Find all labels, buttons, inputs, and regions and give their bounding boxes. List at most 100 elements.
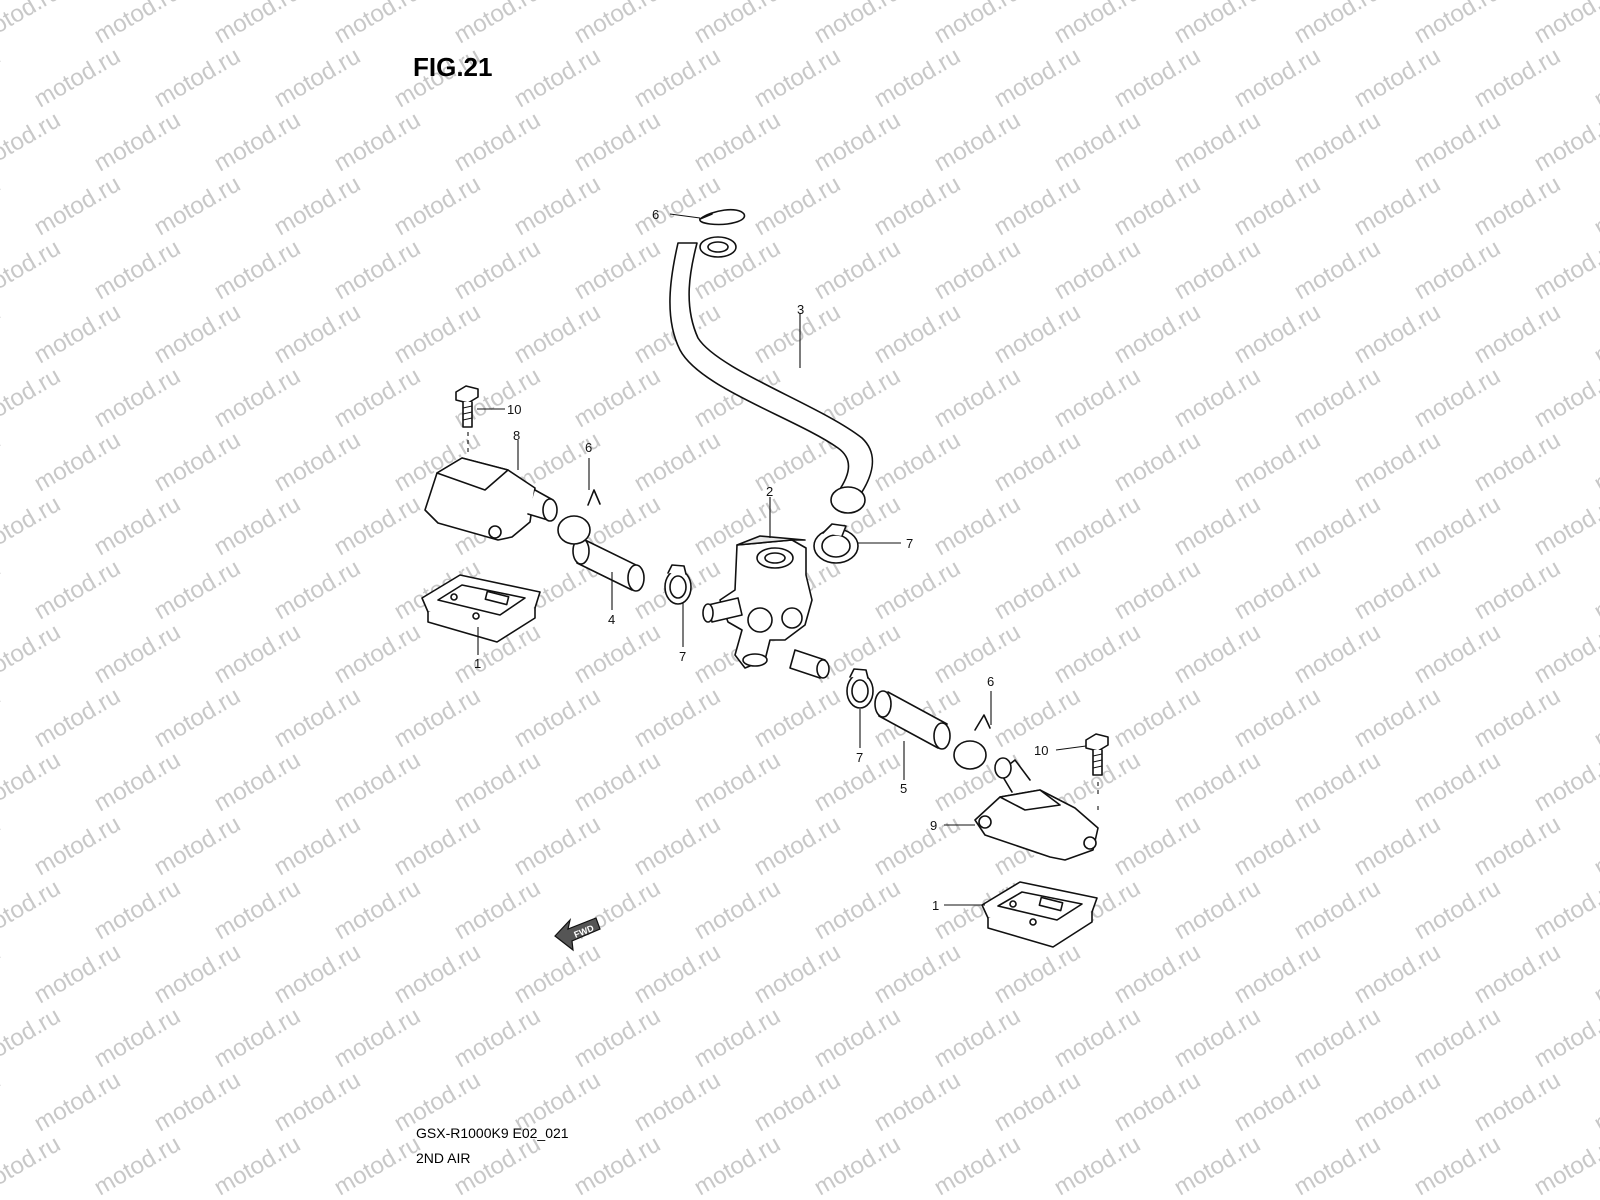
watermark-text: motod.ru xyxy=(570,1130,666,1200)
watermark-text: motod.ru xyxy=(1050,1130,1146,1200)
watermark-text: motod.ru xyxy=(0,362,65,433)
watermark-text: motod.ru xyxy=(270,426,366,497)
callout-5: 5 xyxy=(900,781,907,796)
watermark-text: motod.ru xyxy=(390,170,486,241)
watermark-text: motod.ru xyxy=(1470,1066,1566,1137)
watermark-text: motod.ru xyxy=(1410,746,1506,817)
watermark-text: motod.ru xyxy=(1290,1130,1386,1200)
watermark-text: motod.ru xyxy=(270,682,366,753)
watermark-text: motod.ru xyxy=(210,362,306,433)
watermark-text: motod.ru xyxy=(150,170,246,241)
watermark-text: motod.ru xyxy=(90,874,186,945)
watermark-text: motod.ru xyxy=(1470,426,1566,497)
model-code: GSX-R1000K9 E02_021 xyxy=(416,1125,569,1141)
watermark-text: motod.ru xyxy=(930,618,1026,689)
watermark-text: motod.ru xyxy=(750,682,846,753)
watermark-text: motod.ru xyxy=(630,938,726,1009)
watermark-text: motod.ru xyxy=(450,874,546,945)
watermark-text: motod.ru xyxy=(450,1002,546,1073)
watermark-text: motod.ru xyxy=(630,810,726,881)
watermark-text: motod.ru xyxy=(810,1002,906,1073)
watermark-text: motod.ru xyxy=(330,618,426,689)
watermark-text: motod.ru xyxy=(0,554,5,625)
callout-10-left: 10 xyxy=(507,402,521,417)
watermark-text: motod.ru xyxy=(150,1066,246,1137)
watermark-text: motod.ru xyxy=(1290,746,1386,817)
watermark-text: motod.ru xyxy=(510,810,606,881)
watermark-text: motod.ru xyxy=(0,106,65,177)
watermark-text: motod.ru xyxy=(210,618,306,689)
watermark-text: motod.ru xyxy=(210,1130,306,1200)
callout-4: 4 xyxy=(608,612,615,627)
watermark-text: motod.ru xyxy=(210,1002,306,1073)
callout-labels: 6 3 10 8 6 2 7 1 4 7 6 10 7 5 9 1 xyxy=(474,207,1048,913)
watermark-text: motod.ru xyxy=(150,682,246,753)
watermark-text: motod.ru xyxy=(30,810,126,881)
watermark-text: motod.ru xyxy=(0,0,65,49)
watermark-text: motod.ru xyxy=(1110,426,1206,497)
watermark-text: motod.ru xyxy=(1470,170,1566,241)
watermark-text: motod.ru xyxy=(1290,234,1386,305)
watermark-text: motod.ru xyxy=(1530,490,1600,561)
watermark-text: motod.ru xyxy=(1590,1066,1600,1137)
watermark-text: motod.ru xyxy=(1590,42,1600,113)
watermark-text: motod.ru xyxy=(30,170,126,241)
watermark-text: motod.ru xyxy=(0,490,65,561)
watermark-text: motod.ru xyxy=(990,42,1086,113)
watermark-text: motod.ru xyxy=(1170,490,1266,561)
watermark-text: motod.ru xyxy=(1350,170,1446,241)
watermark-text: motod.ru xyxy=(810,874,906,945)
watermark-text: motod.ru xyxy=(1170,746,1266,817)
watermark-text: motod.ru xyxy=(570,234,666,305)
watermark-text: motod.ru xyxy=(930,490,1026,561)
watermark-text: motod.ru xyxy=(1590,810,1600,881)
watermark-text: motod.ru xyxy=(690,1002,786,1073)
watermark-text: motod.ru xyxy=(450,0,546,49)
watermark-text: motod.ru xyxy=(1350,426,1446,497)
watermark-text: motod.ru xyxy=(1590,682,1600,753)
watermark-text: motod.ru xyxy=(330,874,426,945)
watermark-text: motod.ru xyxy=(0,746,65,817)
watermark-text: motod.ru xyxy=(1290,362,1386,433)
watermark-text: motod.ru xyxy=(750,810,846,881)
watermark-text: motod.ru xyxy=(870,810,966,881)
watermark-text: motod.ru xyxy=(1470,298,1566,369)
part-7-clamp-low xyxy=(846,668,874,709)
watermark-text: motod.ru xyxy=(90,618,186,689)
watermark-text: motod.ru xyxy=(990,1066,1086,1137)
watermark-text: motod.ru xyxy=(870,1066,966,1137)
watermark-text: motod.ru xyxy=(330,234,426,305)
watermark-text: motod.ru xyxy=(90,490,186,561)
watermark-text: motod.ru xyxy=(870,938,966,1009)
watermark-text: motod.ru xyxy=(30,42,126,113)
part-10-bolt-left xyxy=(455,385,479,428)
watermark-text: motod.ru xyxy=(450,234,546,305)
watermark-text: motod.ru xyxy=(0,234,65,305)
watermark-text: motod.ru xyxy=(1110,1066,1206,1137)
callout-10-right: 10 xyxy=(1034,743,1048,758)
watermark-text: motod.ru xyxy=(30,682,126,753)
watermark-text: motod.ru xyxy=(270,42,366,113)
watermark-text: motod.ru xyxy=(90,1002,186,1073)
watermark-text: motod.ru xyxy=(1050,234,1146,305)
watermark-text: motod.ru xyxy=(150,554,246,625)
watermark-text: motod.ru xyxy=(570,362,666,433)
watermark-text: motod.ru xyxy=(330,0,426,49)
watermark-text: motod.ru xyxy=(1050,618,1146,689)
watermark-text: motod.ru xyxy=(0,682,5,753)
watermark-text: motod.ru xyxy=(570,0,666,49)
watermark-text: motod.ru xyxy=(270,1066,366,1137)
watermark-text: motod.ru xyxy=(990,426,1086,497)
watermark-text: motod.ru xyxy=(1290,106,1386,177)
watermark-text: motod.ru xyxy=(270,554,366,625)
watermark-text: motod.ru xyxy=(1050,1002,1146,1073)
watermark-text: motod.ru xyxy=(0,874,65,945)
watermark-text: motod.ru xyxy=(810,106,906,177)
watermark-text: motod.ru xyxy=(210,746,306,817)
watermark-text: motod.ru xyxy=(90,106,186,177)
watermark-text: motod.ru xyxy=(630,426,726,497)
watermark-text: motod.ru xyxy=(990,938,1086,1009)
watermark-text: motod.ru xyxy=(450,106,546,177)
watermark-text: motod.ru xyxy=(390,810,486,881)
